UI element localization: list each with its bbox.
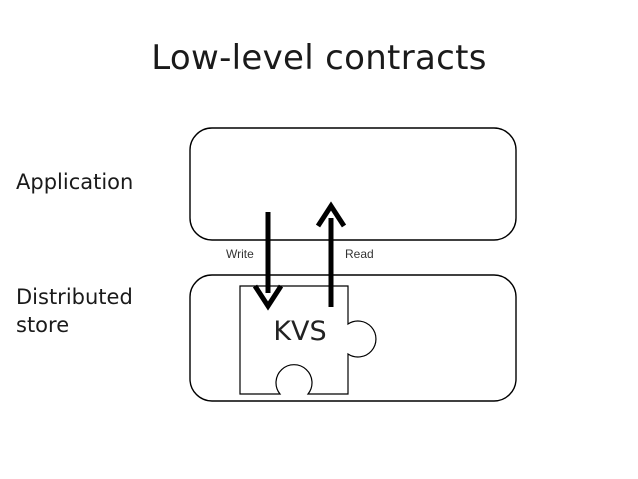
- distributed-store-label-line1: Distributed: [16, 285, 133, 309]
- write-label: Write: [226, 247, 254, 261]
- kvs-label: KVS: [273, 316, 326, 347]
- distributed-store-label: Distributed store: [16, 283, 133, 339]
- application-layer-box: [189, 127, 517, 241]
- application-label: Application: [16, 170, 134, 194]
- read-arrow-head-icon: [315, 201, 347, 228]
- slide-title: Low-level contracts: [151, 38, 487, 78]
- write-arrow-head-icon: [252, 284, 284, 311]
- read-label: Read: [345, 247, 374, 261]
- kvs-puzzle-piece-icon: [239, 285, 377, 395]
- distributed-store-label-line2: store: [16, 313, 70, 337]
